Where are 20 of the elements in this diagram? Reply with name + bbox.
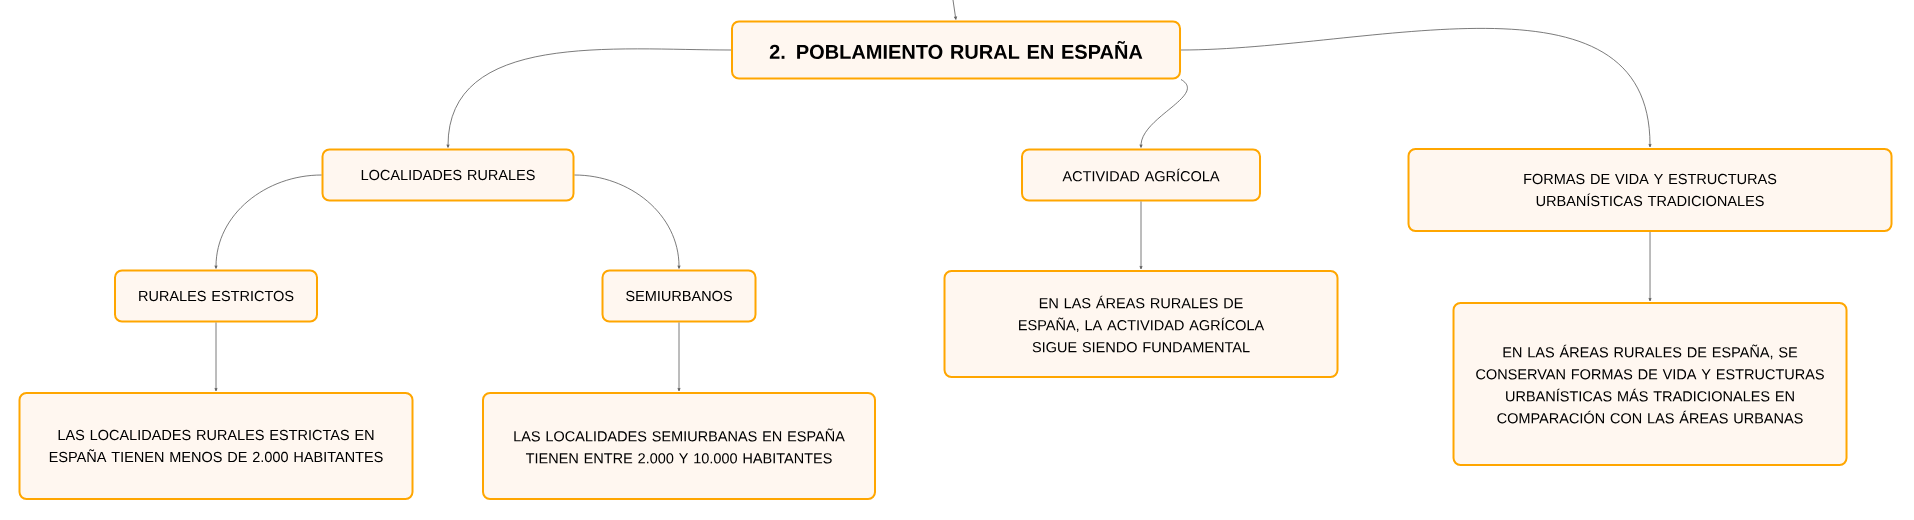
text-box: EN LAS ÁREAS RURALES DE ESPAÑA, SE CONSERVAN FORMAS DE VIDA Y ESTRUCTURAS URBANÍSTICAS MÁS TRADICIONALES EN COMPARACIÓN CON LAS ÁREAS URBANAS xyxy=(1452,302,1848,466)
arrow xyxy=(446,48,732,148)
arrow xyxy=(1180,28,1652,148)
text-box: EN LAS ÁREAS RURALES DE ESPAÑA, LA ACTIVIDAD AGRÍCOLA SIGUE SIENDO FUNDAMENTAL xyxy=(943,270,1339,378)
text-box: LAS LOCALIDADES SEMIURBANAS EN ESPAÑA TIENEN ENTRE 2.000 Y 10.000 HABITANTES xyxy=(482,392,876,500)
topic-box: LOCALIDADES RURALES xyxy=(321,148,575,202)
topic-box: FORMAS DE VIDA Y ESTRUCTURAS URBANÍSTICAS TRADICIONALES xyxy=(1407,148,1893,232)
topic-box: ACTIVIDAD AGRÍCOLA xyxy=(1021,148,1261,202)
arrow xyxy=(214,322,218,392)
topic-box: SEMIURBANOS xyxy=(601,269,757,323)
arrow xyxy=(1139,79,1188,148)
arrow xyxy=(677,322,681,392)
arrow xyxy=(1139,201,1143,270)
arrow xyxy=(952,0,957,20)
arrow xyxy=(574,174,681,269)
title-box: 2. POBLAMIENTO RURAL EN ESPAÑA xyxy=(731,20,1181,80)
text-box: LAS LOCALIDADES RURALES ESTRICTAS EN ESPAÑA TIENEN MENOS DE 2.000 HABITANTES xyxy=(18,392,414,500)
topic-box: RURALES ESTRICTOS xyxy=(114,269,318,323)
arrow xyxy=(214,174,322,269)
arrow xyxy=(1648,231,1652,302)
